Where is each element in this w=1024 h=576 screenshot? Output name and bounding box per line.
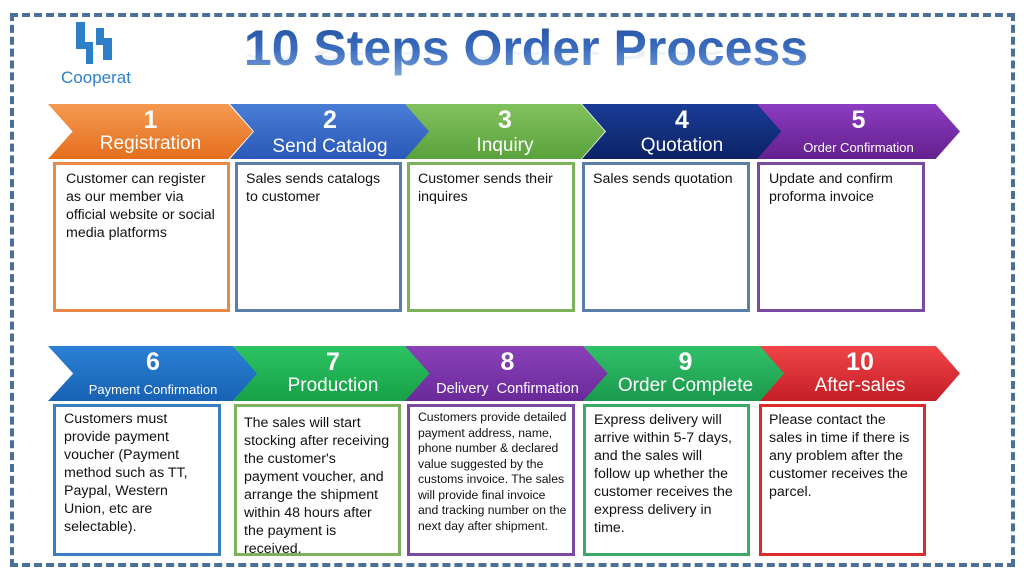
step-arrow-10: 10 After-sales [760, 346, 960, 401]
step-description-text: Customer can register as our member via … [66, 171, 215, 241]
step-label: Send Catalog [272, 136, 388, 157]
step-label: Payment Confirmation [88, 382, 218, 397]
step-arrow-9: 9 Order Complete [583, 346, 788, 401]
step-number: 7 [326, 348, 340, 376]
step-arrow-1: 1 Registration [48, 104, 253, 159]
step-description-text: Customers provide detailed payment addre… [418, 410, 567, 533]
step-label: Order Confirmation [803, 140, 914, 155]
step-description-8: Customers provide detailed payment addre… [407, 404, 575, 556]
step-arrow-8: 8 Delivery Confirmation [405, 346, 610, 401]
step-description-text: The sales will start stocking after rece… [244, 415, 390, 556]
step-label: Order Complete [617, 375, 754, 396]
step-number: 3 [498, 106, 512, 134]
page-title: 10 Steps Order Process [196, 16, 856, 80]
step-number: 10 [846, 348, 874, 376]
step-arrow-6: 6 Payment Confirmation [48, 346, 258, 401]
step-description-text: Customer sends their inquires [418, 171, 553, 205]
step-label: Registration [99, 133, 202, 154]
step-description-text: Please contact the sales in time if ther… [769, 412, 910, 500]
dashed-frame [10, 13, 1015, 567]
step-number: 6 [146, 348, 160, 376]
step-description-4: Sales sends quotation [582, 162, 750, 312]
step-label: Quotation [640, 135, 724, 156]
step-number: 8 [500, 348, 515, 376]
step-description-3: Customer sends their inquires [407, 162, 575, 312]
step-number: 9 [678, 348, 693, 376]
step-description-text: Express delivery will arrive within 5-7 … [594, 412, 733, 536]
step-arrow-3: 3 Inquiry [405, 104, 605, 159]
step-description-text: Update and confirm proforma invoice [769, 171, 893, 205]
step-description-text: Sales sends catalogs to customer [246, 171, 381, 205]
step-label: After-sales [814, 375, 906, 396]
step-description-text: Customers must provide payment voucher (… [64, 411, 188, 535]
step-description-5: Update and confirm proforma invoice [757, 162, 925, 312]
step-number: 2 [323, 106, 337, 134]
step-label: Inquiry [476, 135, 534, 156]
step-description-9: Express delivery will arrive within 5-7 … [583, 404, 750, 556]
step-label: Production [287, 375, 379, 396]
step-number: 1 [143, 106, 158, 134]
cooperat-logo-icon [76, 22, 112, 64]
step-arrow-5: 5 Order Confirmation [757, 104, 960, 159]
step-description-7: The sales will start stocking after rece… [234, 404, 401, 556]
step-arrow-7: 7 Production [233, 346, 433, 401]
step-description-6: Customers must provide payment voucher (… [53, 404, 221, 556]
step-description-10: Please contact the sales in time if ther… [759, 404, 926, 556]
brand-name: Cooperat [61, 68, 131, 87]
step-arrow-4: 4 Quotation [582, 104, 782, 159]
step-description-text: Sales sends quotation [593, 171, 733, 187]
step-label: Delivery Confirmation [436, 381, 579, 397]
step-number: 4 [675, 106, 689, 134]
step-arrow-2: 2 Send Catalog [230, 104, 430, 159]
step-number: 5 [851, 106, 866, 134]
step-description-1: Customer can register as our member via … [53, 162, 230, 312]
step-description-2: Sales sends catalogs to customer [235, 162, 402, 312]
brand-logo: Cooperat [56, 20, 136, 90]
title-reflection: 10 Steps Order Process [196, 51, 856, 66]
